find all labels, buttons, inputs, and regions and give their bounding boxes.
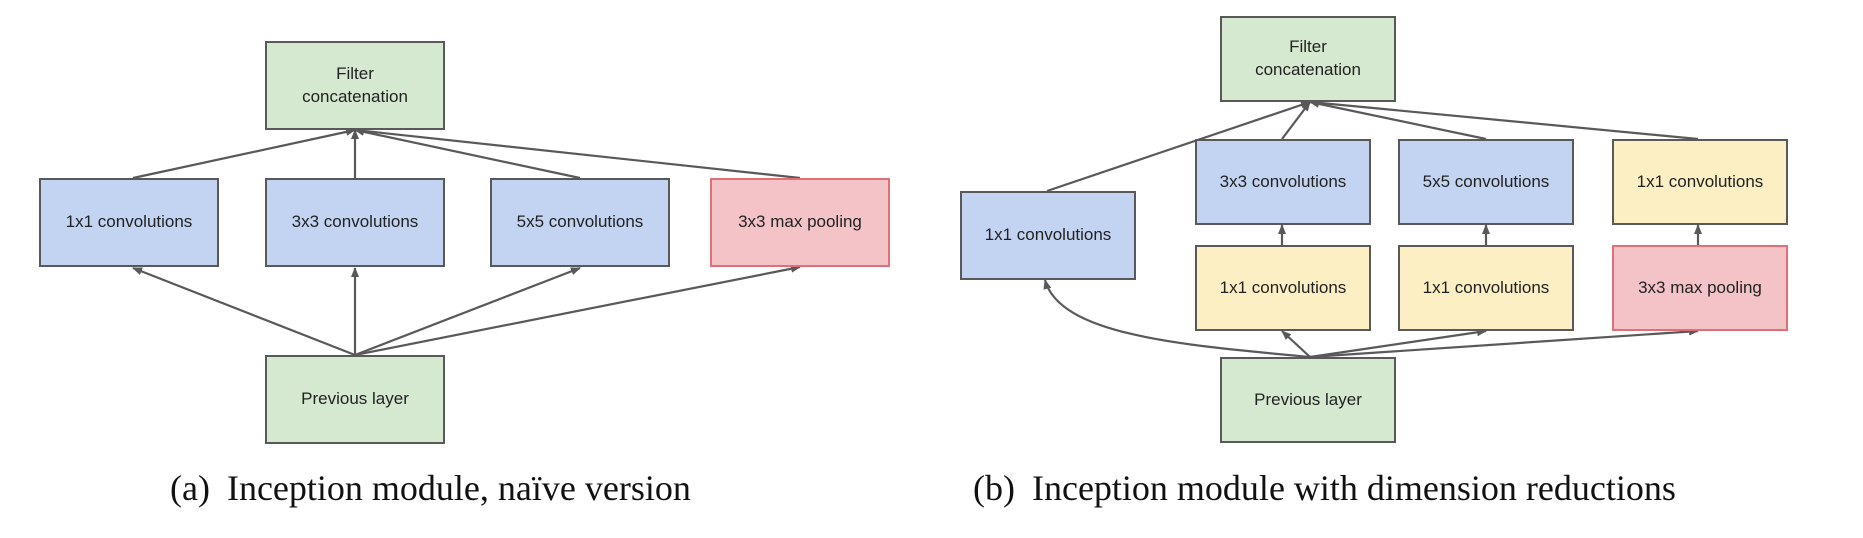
a-conv-1x1: 1x1 convolutions [39,178,219,267]
b-caption: (b) Inception module with dimension redu… [973,467,1676,509]
b-reduce-1x1-for-3x3-label: 1x1 convolutions [1219,277,1347,297]
b-max-pooling: 3x3 max pooling [1612,245,1788,331]
a-previous-layer-label: Previous layer [301,389,409,409]
a-caption: (a) Inception module, naïve version [170,467,691,509]
a-filter-concat-line1: Filter [336,63,374,83]
b-caption-text: Inception module with dimension reductio… [1031,468,1676,508]
b-caption-prefix: (b) [973,468,1015,508]
a-filter-concatenation: Filter concatenation [265,41,445,130]
b-conv-5x5-label: 5x5 convolutions [1422,171,1550,191]
edge-b-5x5-to-concat [1309,99,1487,141]
a-previous-layer: Previous layer [265,355,445,444]
b-previous-layer: Previous layer [1220,357,1396,443]
b-conv-3x3-label: 3x3 convolutions [1219,171,1347,191]
edge-a-prev-to-pool [354,264,801,357]
b-reduce-1x1-for-5x5-label: 1x1 convolutions [1422,277,1550,297]
a-filter-concat-line2: concatenation [302,86,408,106]
a-conv-5x5-label: 5x5 convolutions [516,212,644,232]
a-conv-5x5: 5x5 convolutions [490,178,670,267]
edge-b-prev-to-pool [1309,327,1699,359]
edge-b-prev-to-reduce-5x5 [1309,328,1487,359]
edge-a-prev-to-5x5 [354,266,581,357]
edge-b-prev-to-1x1-direct [1043,279,1311,359]
b-conv-1x1-after-pool-label: 1x1 convolutions [1636,171,1764,191]
b-filter-concatenation: Filter concatenation [1220,16,1396,102]
b-reduce-1x1-for-5x5: 1x1 convolutions [1398,245,1574,331]
edge-b-3x3-to-concat [1281,101,1311,140]
a-caption-text: Inception module, naïve version [226,468,691,508]
a-conv-1x1-label: 1x1 convolutions [65,212,193,232]
edge-b-prev-to-reduce-3x3 [1281,330,1311,358]
b-previous-layer-label: Previous layer [1254,389,1362,409]
edge-b-1x1-to-concat [1046,100,1311,193]
b-reduce-1x1-for-3x3: 1x1 convolutions [1195,245,1371,331]
b-conv-1x1-direct-label: 1x1 convolutions [984,225,1112,245]
edge-b-1x1pool-to-concat [1309,98,1699,141]
b-max-pooling-label: 3x3 max pooling [1638,277,1762,297]
edge-a-pool-to-concat [354,126,801,180]
a-caption-prefix: (a) [170,468,210,508]
b-conv-1x1-after-pool: 1x1 convolutions [1612,139,1788,225]
a-max-pooling-label: 3x3 max pooling [738,212,862,232]
a-conv-3x3-label: 3x3 convolutions [291,212,419,232]
edge-a-1x1-to-concat [132,127,356,180]
b-conv-1x1-direct: 1x1 convolutions [960,191,1136,280]
a-conv-3x3: 3x3 convolutions [265,178,445,267]
a-max-pooling: 3x3 max pooling [710,178,890,267]
edge-a-prev-to-1x1 [132,266,356,357]
b-filter-concat-line2: concatenation [1255,60,1361,79]
b-conv-5x5: 5x5 convolutions [1398,139,1574,225]
edge-a-5x5-to-concat [354,127,581,180]
b-filter-concat-line1: Filter [1289,37,1327,57]
b-conv-3x3: 3x3 convolutions [1195,139,1371,225]
